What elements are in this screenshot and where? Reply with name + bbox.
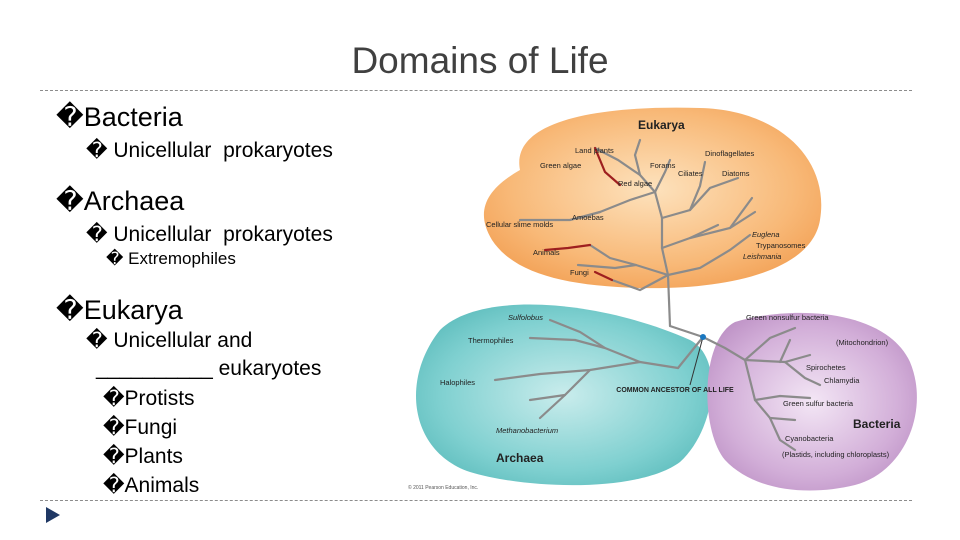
label-green-nonsulfur: Green nonsulfur bacteria <box>746 313 829 322</box>
bullet-protists: �Protists <box>103 386 195 410</box>
bullet-eukarya: �Eukarya <box>56 295 183 326</box>
sub-label: Unicellular and <box>113 329 253 352</box>
label-green-sulfur: Green sulfur bacteria <box>783 399 854 408</box>
bullet-marker: � <box>103 444 125 468</box>
domain-label: Eukarya <box>83 295 183 325</box>
sub-sub-label: Extremophiles <box>128 249 236 268</box>
label-slime-molds: Cellular slime molds <box>486 220 553 229</box>
bottom-divider <box>40 500 912 501</box>
bullet-marker: � <box>86 138 108 162</box>
label-cyanobacteria: Cyanobacteria <box>785 434 834 443</box>
bullet-bacteria-sub: � Unicellular prokaryotes <box>86 138 333 163</box>
bullet-marker: � <box>56 295 84 326</box>
label-plastids: (Plastids, including chloroplasts) <box>782 450 890 459</box>
bullet-fungi: �Fungi <box>103 415 178 439</box>
label-euglena: Euglena <box>752 230 780 239</box>
eukarya-title: Eukarya <box>638 118 685 132</box>
bullet-marker: � <box>56 186 84 217</box>
label-sulfolobus: Sulfolobus <box>508 313 543 322</box>
bullet-extremophiles: � Extremophiles <box>106 249 236 269</box>
label-forams: Forams <box>650 161 676 170</box>
label-fungi: Fungi <box>570 268 589 277</box>
label-trypanosomes: Trypanosomes <box>756 241 806 250</box>
ancestor-node <box>700 334 706 340</box>
slide-title: Domains of Life <box>351 40 609 81</box>
bullet-marker: � <box>86 222 108 246</box>
bacteria-title: Bacteria <box>853 417 901 431</box>
label-ciliates: Ciliates <box>678 169 703 178</box>
bullet-archaea: �Archaea <box>56 186 184 217</box>
figure-copyright: © 2011 Pearson Education, Inc. <box>408 484 478 491</box>
domain-label: Archaea <box>83 186 185 216</box>
label-mitochondrion: (Mitochondrion) <box>836 338 889 347</box>
label-halophiles: Halophiles <box>440 378 475 387</box>
archaea-title: Archaea <box>496 451 544 465</box>
bullet-marker: � <box>86 328 108 352</box>
label-land-plants: Land plants <box>575 146 614 155</box>
bullet-plants: �Plants <box>103 444 183 468</box>
archaea-labels: Sulfolobus Thermophiles Halophiles Metha… <box>440 313 558 435</box>
bullet-marker: � <box>103 473 125 497</box>
label-red-algae: Red algae <box>618 179 652 188</box>
label-chlamydia: Chlamydia <box>824 376 860 385</box>
label-methanobacterium: Methanobacterium <box>496 426 558 435</box>
highlighted-branches <box>543 146 622 282</box>
label-diatoms: Diatoms <box>722 169 750 178</box>
label-leishmania: Leishmania <box>743 252 781 261</box>
eukarya-region <box>483 107 822 289</box>
bullet-marker: � <box>103 386 125 410</box>
domain-label: Bacteria <box>83 102 183 132</box>
slide-nav-arrow-icon[interactable] <box>46 507 60 523</box>
bacteria-labels: Green nonsulfur bacteria (Mitochondrion)… <box>746 313 890 459</box>
bullet-bacteria: �Bacteria <box>56 102 183 133</box>
eukarya-labels: Land plants Green algae Forams Dinoflage… <box>486 146 806 277</box>
label-amoebas: Amoebas <box>572 213 604 222</box>
bullet-animals: �Animals <box>103 473 200 497</box>
bullet-marker: � <box>56 102 84 133</box>
label-dinoflagellates: Dinoflagellates <box>705 149 754 158</box>
tree-of-life-figure: Eukarya Archaea Bacteria <box>408 107 917 491</box>
label-spirochetes: Spirochetes <box>806 363 846 372</box>
bullet-archaea-sub: � Unicellular prokaryotes <box>86 222 333 247</box>
sub-label: Unicellular prokaryotes <box>113 223 333 246</box>
tree-branches <box>493 138 822 452</box>
ancestor-pointer <box>689 336 704 386</box>
label-green-algae: Green algae <box>540 161 581 170</box>
bullet-marker: � <box>103 415 125 439</box>
label-common-ancestor: COMMON ANCESTOR OF ALL LIFE <box>616 387 734 394</box>
bacteria-region <box>707 312 917 491</box>
label-animals: Animals <box>533 248 560 257</box>
bullet-eukarya-sub: � Unicellular and <box>86 328 252 353</box>
top-divider <box>40 90 912 91</box>
bullet-eukarya-sub-line2: __________ eukaryotes <box>96 357 322 380</box>
sub-label: Unicellular prokaryotes <box>113 139 333 162</box>
bullet-marker: � <box>106 249 124 269</box>
label-thermophiles: Thermophiles <box>468 336 514 345</box>
